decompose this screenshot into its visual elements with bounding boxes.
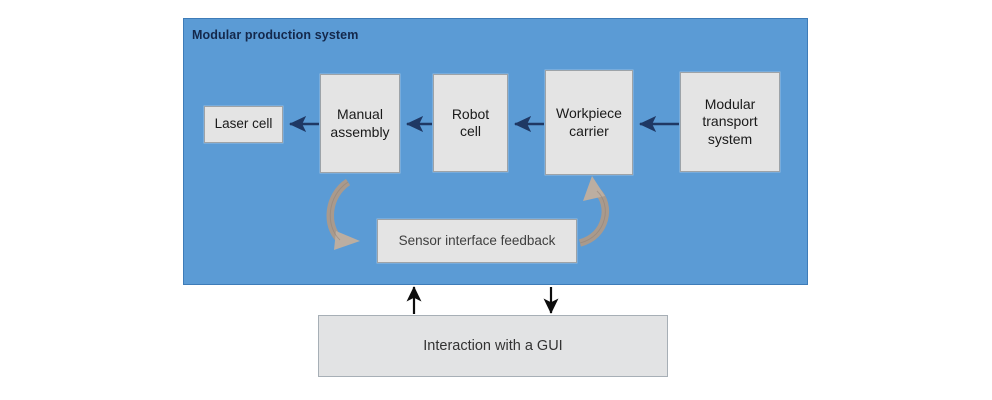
node-robot-cell-label: Robot cell xyxy=(448,106,493,141)
node-modular-transport-line1: Modular xyxy=(704,95,756,112)
node-robot-cell-line2: cell xyxy=(459,123,481,139)
node-sensor-interface-feedback-label: Sensor interface feedback xyxy=(398,232,556,248)
node-sensor-interface-feedback[interactable]: Sensor interface feedback xyxy=(377,219,577,263)
node-manual-assembly-line1: Manual xyxy=(337,106,383,122)
node-laser-cell-label: Laser cell xyxy=(214,116,273,132)
node-robot-cell[interactable]: Robot cell xyxy=(433,74,508,172)
node-interaction-with-gui-label: Interaction with a GUI xyxy=(423,337,563,354)
node-interaction-with-gui[interactable]: Interaction with a GUI xyxy=(318,315,668,377)
node-modular-transport-system-label: Modular transport system xyxy=(698,96,761,149)
node-modular-transport-system[interactable]: Modular transport system xyxy=(680,72,780,172)
node-manual-assembly-label: Manual assembly xyxy=(326,106,393,141)
node-manual-assembly-line2: assembly xyxy=(330,123,390,140)
node-workpiece-carrier[interactable]: Workpiece carrier xyxy=(545,70,633,175)
node-laser-cell[interactable]: Laser cell xyxy=(204,106,283,143)
node-modular-transport-line2: transport xyxy=(702,113,758,130)
node-robot-cell-line1: Robot xyxy=(451,105,490,122)
node-workpiece-carrier-line1: Workpiece xyxy=(556,105,622,121)
node-modular-transport-line3: system xyxy=(707,130,753,147)
modular-production-system-title: Modular production system xyxy=(192,28,359,42)
node-workpiece-carrier-label: Workpiece carrier xyxy=(552,105,626,140)
node-manual-assembly[interactable]: Manual assembly xyxy=(320,74,400,173)
node-workpiece-carrier-line2: carrier xyxy=(569,122,609,139)
